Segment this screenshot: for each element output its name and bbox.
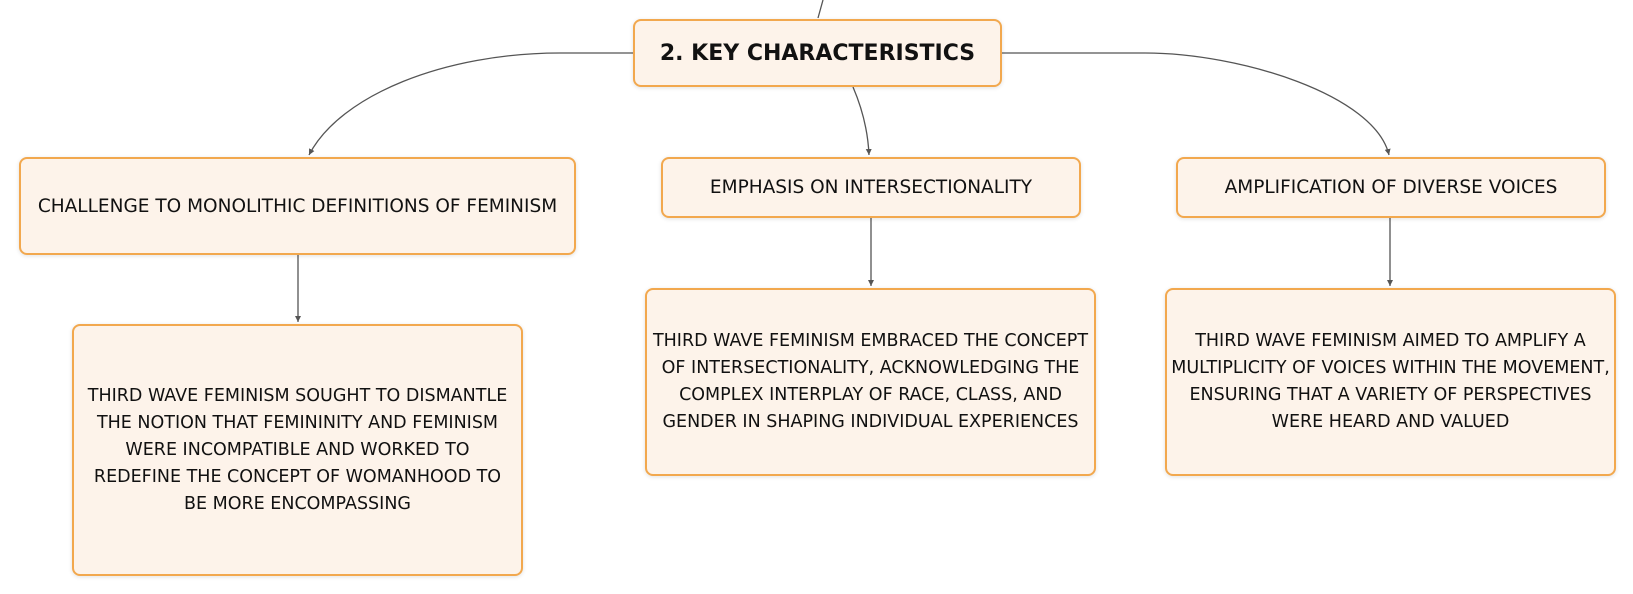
detail-node-diverse-voices[interactable]: THIRD WAVE FEMINISM AIMED TO AMPLIFY A M… xyxy=(1165,288,1616,476)
connector-root-to-topic-2 xyxy=(852,86,872,156)
topic-node-label: AMPLIFICATION OF DIVERSE VOICES xyxy=(1224,177,1558,198)
connector-root-to-topic-1 xyxy=(308,52,633,156)
detail-node-text: THIRD WAVE FEMINISM EMBRACED THE CONCEPT… xyxy=(652,331,1089,432)
connector-root-to-topic-3 xyxy=(1002,52,1391,156)
topic-node-diverse-voices[interactable]: AMPLIFICATION OF DIVERSE VOICES xyxy=(1176,157,1606,218)
detail-node-text: THIRD WAVE FEMINISM AIMED TO AMPLIFY A M… xyxy=(1171,331,1610,432)
root-node[interactable]: 2. KEY CHARACTERISTICS xyxy=(633,19,1002,87)
root-node-label: 2. KEY CHARACTERISTICS xyxy=(659,40,976,66)
topic-node-label: EMPHASIS ON INTERSECTIONALITY xyxy=(709,177,1033,198)
topic-node-monolithic-definitions[interactable]: CHALLENGE TO MONOLITHIC DEFINITIONS OF F… xyxy=(19,157,576,255)
connector-parent-to-root xyxy=(817,0,824,19)
detail-node-intersectionality[interactable]: THIRD WAVE FEMINISM EMBRACED THE CONCEPT… xyxy=(645,288,1096,476)
topic-node-label: CHALLENGE TO MONOLITHIC DEFINITIONS OF F… xyxy=(37,195,558,217)
topic-node-intersectionality[interactable]: EMPHASIS ON INTERSECTIONALITY xyxy=(661,157,1081,218)
detail-node-monolithic-definitions[interactable]: THIRD WAVE FEMINISM SOUGHT TO DISMANTLE … xyxy=(72,324,523,576)
detail-node-text: THIRD WAVE FEMINISM SOUGHT TO DISMANTLE … xyxy=(87,385,508,514)
